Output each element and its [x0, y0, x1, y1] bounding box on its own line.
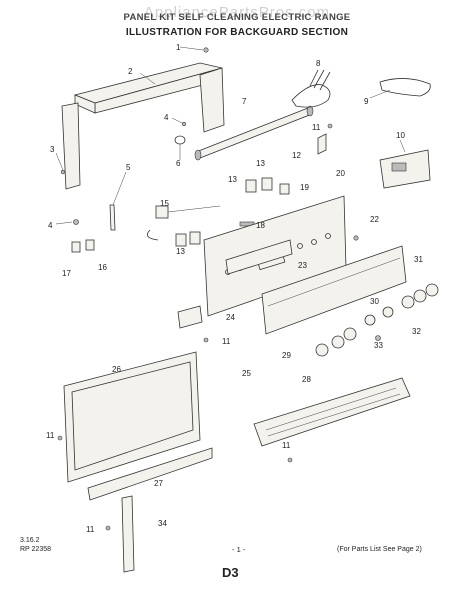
- callout-15: 15: [160, 199, 169, 208]
- callout-11d: 11: [282, 441, 291, 450]
- part-4-screw-upper: [171, 117, 187, 127]
- part-28-vent-grille: [253, 377, 411, 447]
- callout-11c: 11: [46, 431, 55, 440]
- page-number: - 1 -: [232, 545, 246, 554]
- part-16-terminal-block: [85, 239, 95, 251]
- callout-9: 9: [364, 97, 369, 106]
- diagram-subtitle: ILLUSTRATION FOR BACKGUARD SECTION: [125, 27, 349, 38]
- part-31-knobs: [401, 283, 439, 309]
- section-label: D3: [222, 565, 239, 580]
- callout-32: 32: [412, 327, 421, 336]
- callout-17: 17: [62, 269, 71, 278]
- part-30-knob-insert: [364, 314, 376, 326]
- callout-10: 10: [396, 131, 405, 140]
- part-26-rear-panel: [63, 351, 201, 483]
- part-11-screw-b: [203, 337, 209, 343]
- callout-11a: 11: [312, 123, 321, 132]
- part-17-terminal-block: [71, 241, 81, 253]
- part-2-top-frame: [61, 62, 225, 190]
- part-10-clock-timer: [379, 139, 431, 189]
- part-4-screw-lower: [55, 219, 79, 225]
- part-13-switch-lower: [175, 231, 201, 247]
- callout-8: 8: [316, 59, 321, 68]
- callout-18: 18: [256, 221, 265, 230]
- part-15-oven-thermostat: [146, 205, 221, 241]
- callout-33: 33: [374, 341, 383, 350]
- part-23-lens: [225, 239, 293, 275]
- callout-3: 3: [50, 145, 55, 154]
- callout-11b: 11: [222, 337, 231, 346]
- parts-list-note: (For Parts List See Page 2): [337, 546, 422, 553]
- callout-11e: 11: [86, 525, 95, 534]
- callout-4a: 4: [164, 113, 169, 122]
- callout-5: 5: [126, 163, 131, 172]
- callout-26: 26: [112, 365, 121, 374]
- callout-1: 1: [176, 43, 181, 52]
- part-34-side-bracket: [121, 495, 135, 573]
- part-19-switch: [279, 183, 290, 195]
- callout-31: 31: [414, 255, 423, 264]
- callout-7: 7: [242, 97, 247, 106]
- callout-13a: 13: [228, 175, 237, 184]
- part-24-plate: [177, 305, 203, 329]
- callout-2: 2: [128, 67, 133, 76]
- drawing-code: 3.16.2: [20, 537, 40, 544]
- callout-13c: 13: [176, 247, 185, 256]
- callout-13b: 13: [256, 159, 265, 168]
- diagram-title: PANEL KIT SELF CLEANING ELECTRIC RANGE: [123, 12, 351, 23]
- callout-4b: 4: [48, 221, 53, 230]
- callout-22: 22: [370, 215, 379, 224]
- part-22-screw: [353, 235, 359, 241]
- callout-28: 28: [302, 375, 311, 384]
- callout-34: 34: [158, 519, 167, 528]
- callout-20: 20: [336, 169, 345, 178]
- callout-25: 25: [242, 369, 251, 378]
- part-9-wire-harness: [369, 78, 431, 99]
- callout-6: 6: [176, 159, 181, 168]
- part-3-screw: [55, 152, 66, 175]
- callout-29: 29: [282, 351, 291, 360]
- reference-number: RP 22358: [20, 546, 52, 553]
- part-29-knobs: [315, 327, 357, 357]
- part-32-knob: [382, 306, 394, 318]
- part-11-screw-c: [57, 435, 63, 441]
- part-5-bracket: [109, 171, 127, 231]
- callout-12: 12: [292, 151, 301, 160]
- callout-24: 24: [226, 313, 235, 322]
- part-11-screw-d: [287, 457, 293, 463]
- part-6-clip: [174, 135, 186, 160]
- part-13-switch-upper: [245, 177, 273, 193]
- part-12-bracket: [317, 133, 327, 155]
- part-1-screw: [179, 46, 209, 53]
- callout-27: 27: [154, 479, 163, 488]
- callout-30: 30: [370, 297, 379, 306]
- part-33-spring-clip: [375, 335, 381, 341]
- part-11-screw-e: [105, 525, 111, 531]
- part-7-fluorescent-lamp: [194, 105, 314, 161]
- callout-19: 19: [300, 183, 309, 192]
- part-25-control-panel-front: [261, 245, 407, 335]
- part-11-screw-a: [327, 123, 333, 129]
- callout-16: 16: [98, 263, 107, 272]
- part-27-trim-strip: [87, 447, 213, 501]
- part-8-lamp-socket-harness: [291, 69, 331, 108]
- callout-23: 23: [298, 261, 307, 270]
